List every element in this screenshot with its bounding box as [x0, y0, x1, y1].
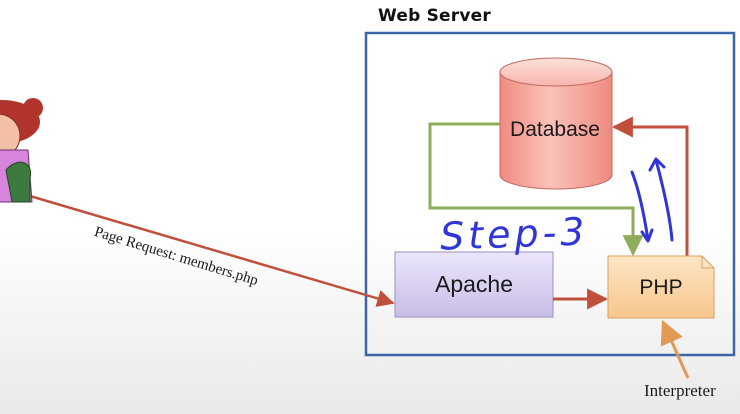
- interpreter-arrow: [660, 319, 690, 379]
- interpreter-label: Interpreter: [644, 381, 716, 400]
- handwritten-arrows-annotation: [630, 157, 674, 243]
- user-icon: [0, 98, 43, 203]
- database-cylinder: [499, 57, 613, 190]
- apache-label: Apache: [434, 271, 513, 297]
- page-request-arrow: [29, 194, 395, 307]
- step-annotation: Step-3: [439, 209, 590, 259]
- php-to-database-arrow: [611, 116, 689, 262]
- database-to-php-arrow: [428, 122, 644, 257]
- database-label: Database: [510, 118, 600, 141]
- php-box-fold: [701, 256, 714, 269]
- web-server-title: Web Server: [378, 6, 491, 26]
- php-label: PHP: [639, 276, 683, 299]
- web-server-frame: [364, 31, 736, 357]
- apache-box: [394, 251, 554, 318]
